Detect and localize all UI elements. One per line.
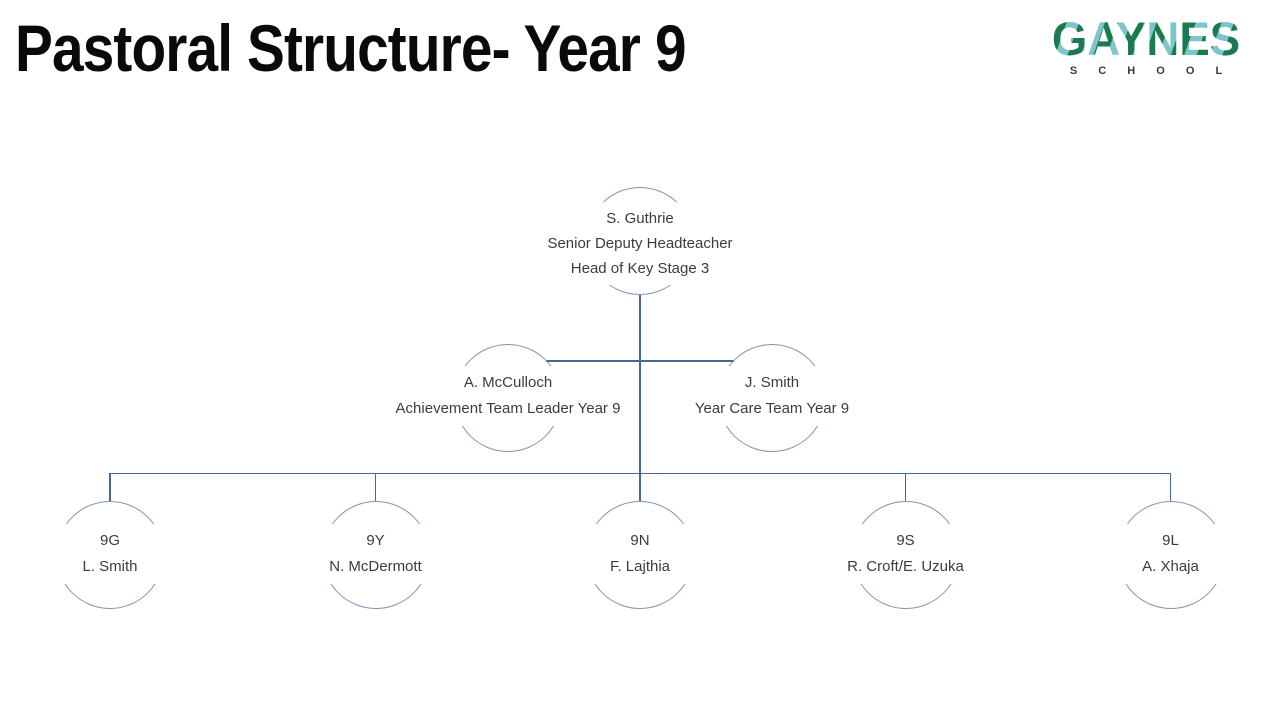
form-group: 9N [630, 532, 650, 549]
node-label-9y: 9Y N. McDermott [300, 524, 451, 584]
connector-horizontal-mid-tier [546, 360, 734, 362]
slide-title: Pastoral Structure- Year 9 [15, 11, 687, 85]
node-label-head: S. Guthrie Senior Deputy Headteacher Hea… [535, 202, 745, 285]
person-role: Year Care Team Year 9 [694, 400, 850, 417]
node-label-9l: 9L A. Xhaja [1095, 524, 1246, 584]
form-group: 9S [896, 532, 915, 549]
node-label-9s: 9S R. Croft/E. Uzuka [830, 524, 981, 584]
connector-stub-9g [109, 473, 111, 501]
school-logo: GAYNES S C H O O L [1040, 15, 1252, 77]
connector-stub-9l [1169, 473, 1172, 501]
connector-stub-9y [374, 473, 377, 501]
node-label-team-leader: A. McCulloch Achievement Team Leader Yea… [383, 366, 633, 426]
person-name: F. Lajthia [609, 558, 671, 575]
person-name: J. Smith [744, 374, 800, 391]
logo-subtitle: S C H O O L [1069, 65, 1232, 77]
form-group: 9Y [366, 532, 385, 549]
person-role: Senior Deputy Headteacher [547, 235, 733, 252]
node-label-care-team: J. Smith Year Care Team Year 9 [682, 366, 862, 426]
node-label-9n: 9N F. Lajthia [565, 524, 715, 584]
person-name: L. Smith [82, 558, 138, 575]
node-label-9g: 9G L. Smith [35, 524, 185, 584]
form-group: 9G [99, 532, 120, 549]
connector-stub-9s [904, 473, 907, 501]
person-name: N. McDermott [329, 558, 422, 575]
person-role-2: Head of Key Stage 3 [570, 260, 710, 277]
person-name: R. Croft/E. Uzuka [847, 558, 964, 575]
person-role: Achievement Team Leader Year 9 [395, 400, 621, 417]
connector-horizontal-bottom-tier [109, 472, 1172, 475]
person-name: A. Xhaja [1142, 558, 1199, 575]
form-group: 9L [1162, 532, 1179, 549]
connector-vertical-main [639, 294, 641, 502]
logo-wordmark: GAYNES [1043, 15, 1249, 62]
person-name: S. Guthrie [606, 210, 674, 227]
person-name: A. McCulloch [463, 374, 553, 391]
